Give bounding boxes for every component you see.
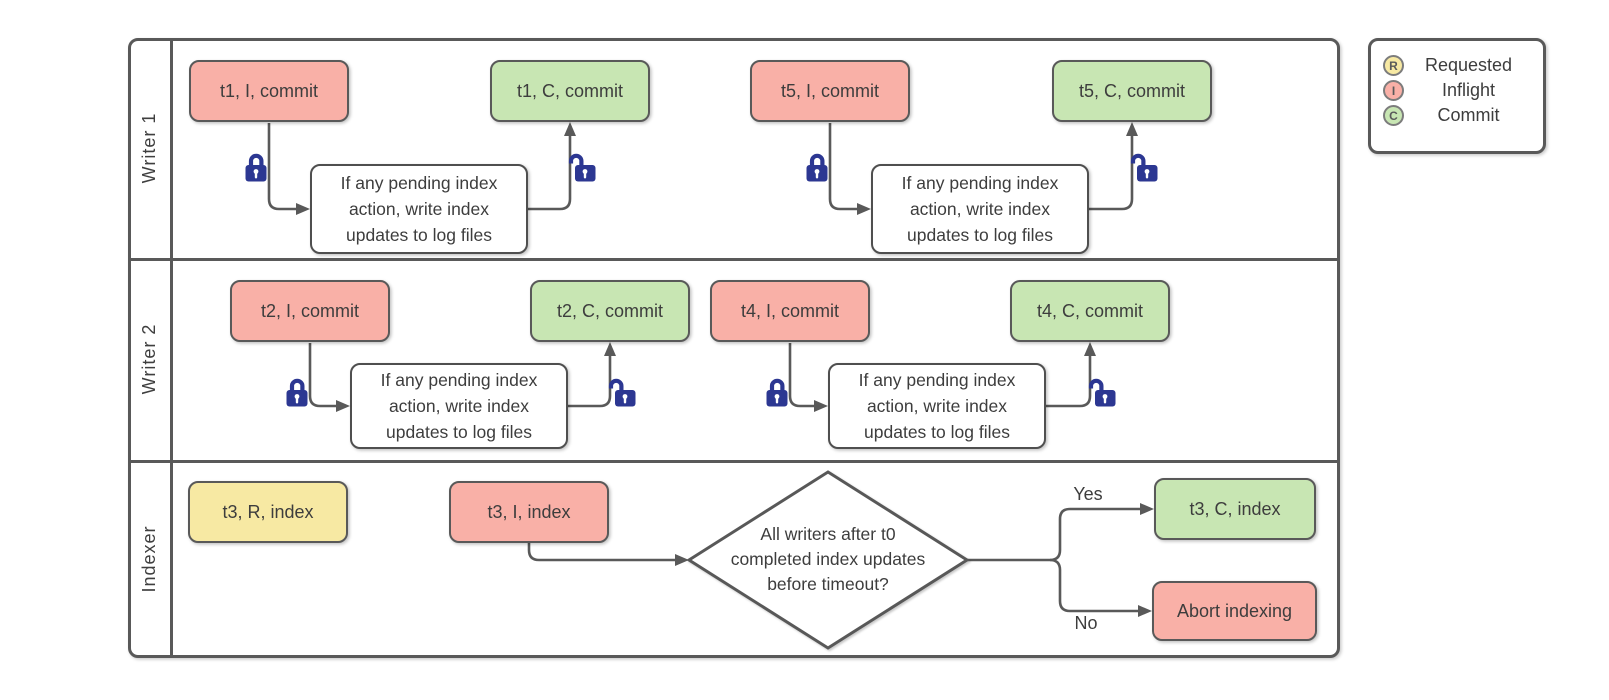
arrow-t5-inflight-to-process [828,123,871,215]
legend-label: Commit [1437,105,1500,125]
decision-line: All writers after t0 [760,524,896,544]
process-line: updates to log files [907,225,1053,245]
process-line: If any pending index [858,370,1016,390]
no-branch-label: No [1074,613,1098,633]
state-t5-inflight: t5, I, commit [750,60,910,122]
legend-label: Requested [1424,55,1513,75]
state-t4-inflight: t4, I, commit [710,280,870,342]
state-t4-commit: t4, C, commit [1010,280,1170,342]
open-lock-icon [1086,376,1116,413]
process-line: updates to log files [346,225,492,245]
state-t5-commit: t5, C, commit [1052,60,1212,122]
closed-lock-icon [764,376,790,413]
legend-label: Inflight [1441,80,1496,100]
state-t3-commit: t3, C, index [1154,478,1316,540]
state-t2-inflight: t2, I, commit [230,280,390,342]
legend: R Requested I Inflight C Commit [1368,38,1546,154]
closed-lock-icon [804,151,830,188]
decision-question: All writers after t0 completed index upd… [698,522,958,597]
process-box-writer2-a: If any pending index action, write index… [350,363,568,449]
requested-badge-icon: R [1383,55,1404,76]
legend-row-inflight: I Inflight [1383,78,1533,103]
arrow-t4-inflight-to-process [788,343,828,412]
arrow-t2-inflight-to-process [308,343,350,412]
process-line: action, write index [388,396,530,416]
state-t3-inflight: t3, I, index [449,481,609,543]
process-line: If any pending index [901,173,1059,193]
process-line: updates to log files [386,422,532,442]
process-line: action, write index [866,396,1008,416]
yes-branch-label: Yes [1073,484,1103,504]
legend-row-requested: R Requested [1383,53,1533,78]
decision-line: completed index updates [730,549,926,569]
inflight-badge-icon: I [1383,80,1404,101]
arrow-process-to-t5-commit [1089,122,1138,211]
lane-label-divider [170,38,173,658]
arrow-process-to-t2-commit [568,342,616,408]
process-line: action, write index [348,199,490,219]
closed-lock-icon [243,151,269,188]
open-lock-icon [566,151,596,188]
state-abort-indexing: Abort indexing [1152,581,1317,641]
process-line: If any pending index [380,370,538,390]
lane-separator-2 [128,460,1340,463]
lane-separator-1 [128,258,1340,261]
open-lock-icon [606,376,636,413]
process-line: updates to log files [864,422,1010,442]
arrow-t1-inflight-to-process [267,123,310,215]
commit-badge-icon: C [1383,105,1404,126]
process-box-writer1-b: If any pending index action, write index… [871,164,1089,254]
legend-row-commit: C Commit [1383,103,1533,128]
state-t3-requested: t3, R, index [188,481,348,543]
decision-diamond [686,470,970,650]
arrow-no-branch [1049,558,1152,617]
process-line: action, write index [909,199,1051,219]
process-line: If any pending index [340,173,498,193]
process-box-writer1-a: If any pending index action, write index… [310,164,528,254]
arrow-process-to-t1-commit [528,122,576,211]
decision-line: before timeout? [767,574,889,594]
arrow-t3-inflight-to-decision [527,543,689,566]
state-t2-commit: t2, C, commit [530,280,690,342]
arrow-yes-branch [1049,503,1154,562]
closed-lock-icon [284,376,310,413]
state-t1-inflight: t1, I, commit [189,60,349,122]
process-box-writer2-b: If any pending index action, write index… [828,363,1046,449]
open-lock-icon [1128,151,1158,188]
arrow-process-to-t4-commit [1046,342,1096,408]
state-t1-commit: t1, C, commit [490,60,650,122]
